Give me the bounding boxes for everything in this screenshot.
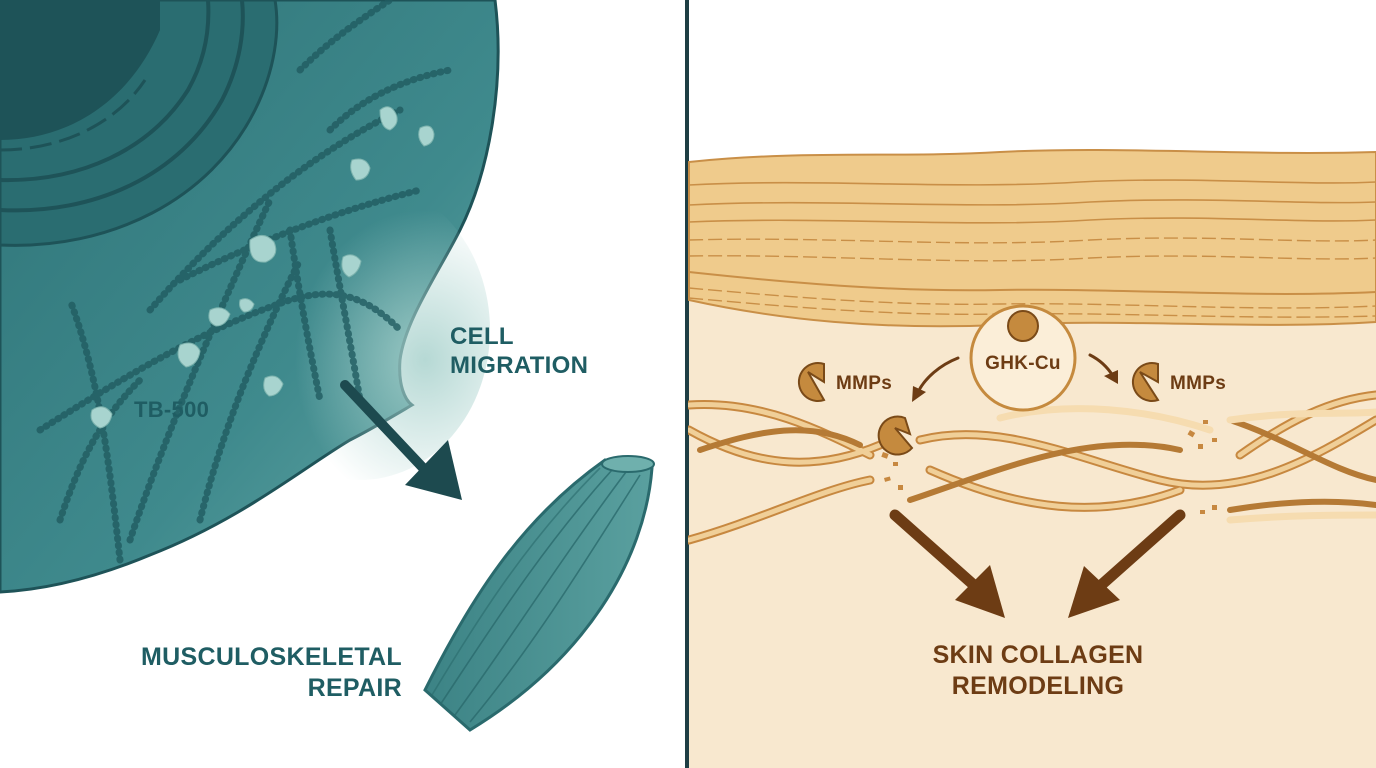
epidermis: [688, 149, 1376, 328]
repair-label: MUSCULOSKELETAL REPAIR: [120, 642, 402, 703]
collagen-remodeling-line-1: SKIN COLLAGEN: [932, 641, 1144, 669]
ghk-cu-label: GHK-Cu: [985, 353, 1061, 374]
mmp-enzymes: [797, 362, 1160, 456]
collagen-fibers: [688, 390, 1376, 545]
collagen-remodeling-line-2: REMODELING: [951, 671, 1125, 700]
tb500-molecules: [90, 106, 435, 429]
migration-arrow: [340, 380, 462, 500]
nucleus: [0, 0, 279, 247]
cell-migration-line-2: MIGRATION: [450, 352, 589, 380]
right-panel: [688, 0, 1376, 768]
tb500-label: TB-500: [134, 397, 210, 422]
collagen-remodeling-label: SKIN COLLAGEN REMODELING: [900, 640, 1176, 701]
cytoskeleton-filaments: [36, 0, 454, 564]
repair-line-2: REPAIR: [307, 673, 402, 702]
left-panel: [0, 0, 655, 732]
cell-migration-line-1: CELL: [450, 323, 514, 350]
collagen-fragments: [881, 420, 1217, 514]
cell-migration-label: CELL MIGRATION: [450, 322, 588, 381]
repair-line-1: MUSCULOSKELETAL: [141, 643, 402, 671]
remodeling-arrows: [889, 509, 1186, 618]
mmps-left-label: MMPs: [836, 373, 893, 394]
ghk-cu-peptide: [969, 304, 1077, 412]
mmps-right-label: MMPs: [1170, 373, 1227, 394]
muscle-tissue: [423, 455, 655, 732]
